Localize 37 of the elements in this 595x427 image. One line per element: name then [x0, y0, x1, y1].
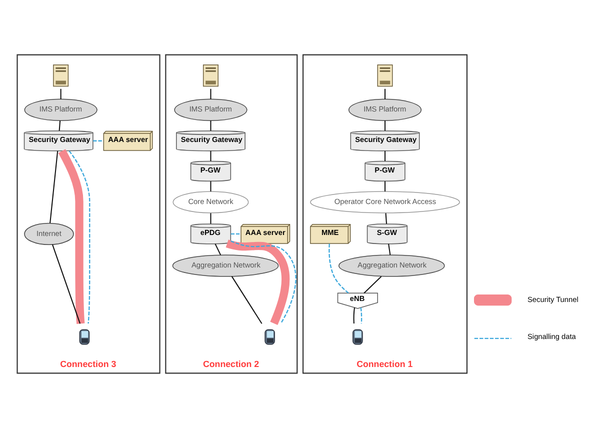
connector	[210, 120, 212, 130]
connector	[328, 243, 349, 293]
node-ellipse: IMS Platform	[174, 98, 248, 120]
connector	[384, 120, 386, 130]
node-ellipse: Core Network	[172, 190, 249, 213]
connector	[384, 88, 386, 99]
connector	[385, 212, 388, 224]
connector	[384, 150, 386, 161]
connector	[226, 239, 290, 324]
connector	[384, 180, 386, 191]
connector	[353, 307, 356, 324]
node-ellipse: Aggregation Network	[338, 254, 445, 276]
connector	[58, 120, 61, 130]
connector	[214, 243, 222, 255]
connector	[388, 243, 391, 254]
connector	[230, 232, 241, 234]
connector	[60, 88, 62, 99]
legend-label: Signalling data	[528, 331, 576, 340]
connector	[52, 244, 81, 324]
connector	[210, 212, 212, 224]
connector	[50, 150, 58, 223]
connector	[58, 148, 85, 324]
connector	[68, 150, 90, 324]
connector	[364, 276, 382, 293]
node-ellipse: IMS Platform	[348, 98, 422, 120]
node-ellipse: Aggregation Network	[172, 254, 279, 276]
connector	[210, 150, 212, 161]
node-ellipse: IMS Platform	[24, 98, 98, 120]
connector	[93, 140, 104, 141]
node-ellipse: Internet	[24, 222, 74, 245]
connector	[210, 88, 212, 99]
connector	[230, 240, 296, 324]
connector	[360, 307, 362, 324]
connector	[231, 276, 262, 324]
connector	[210, 180, 212, 191]
legend-label: Security Tunnel	[528, 294, 578, 304]
node-ellipse: Operator Core Network Access	[310, 190, 460, 213]
